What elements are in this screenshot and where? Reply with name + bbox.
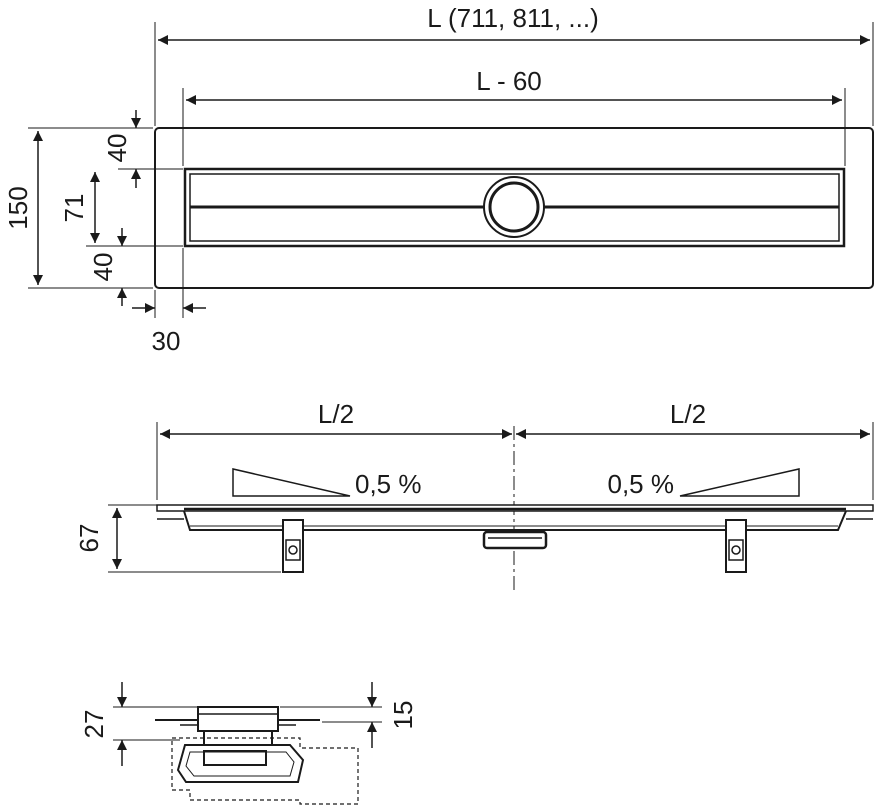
dimension-section-total: 27 <box>79 710 109 739</box>
slope-indicator-right <box>679 468 800 497</box>
floor-outline-dashed <box>171 737 359 805</box>
dimension-right-half: L/2 <box>670 399 706 429</box>
support-foot-right <box>725 519 747 573</box>
section-view: 27 15 <box>79 682 418 805</box>
dimension-margin-side: 30 <box>152 326 181 356</box>
dimension-channel-length: L - 60 <box>476 66 542 96</box>
section-outlet-body <box>176 744 305 783</box>
dimension-height: 67 <box>74 524 104 553</box>
slope-left-label: 0,5 % <box>355 469 422 499</box>
dimension-margin-bottom: 40 <box>88 253 118 282</box>
top-view: L (711, 811, ...) L - 60 150 40 71 40 30 <box>3 3 874 356</box>
section-outlet-inner <box>185 751 295 777</box>
dimension-flange-height: 15 <box>388 701 418 730</box>
dimension-width-total: 150 <box>3 186 33 229</box>
section-channel-head <box>197 706 279 732</box>
section-outlet-port <box>203 750 267 766</box>
dimension-margin-top: 40 <box>102 134 132 163</box>
outlet-inner-ring <box>488 181 540 233</box>
drain-outer-frame <box>154 127 874 289</box>
dimension-channel-width: 71 <box>59 194 89 223</box>
outlet-side <box>482 530 548 550</box>
slope-right-label: 0,5 % <box>608 469 675 499</box>
drain-channel <box>183 167 846 248</box>
dimension-overall-length: L (711, 811, ...) <box>427 3 599 33</box>
outlet-icon <box>483 176 545 238</box>
dimension-left-half: L/2 <box>318 399 354 429</box>
slope-indicator-left <box>232 468 351 497</box>
side-view: L/2 L/2 0,5 % 0,5 % <box>74 399 874 590</box>
support-foot-left <box>282 519 304 573</box>
channel-trough <box>183 510 847 531</box>
